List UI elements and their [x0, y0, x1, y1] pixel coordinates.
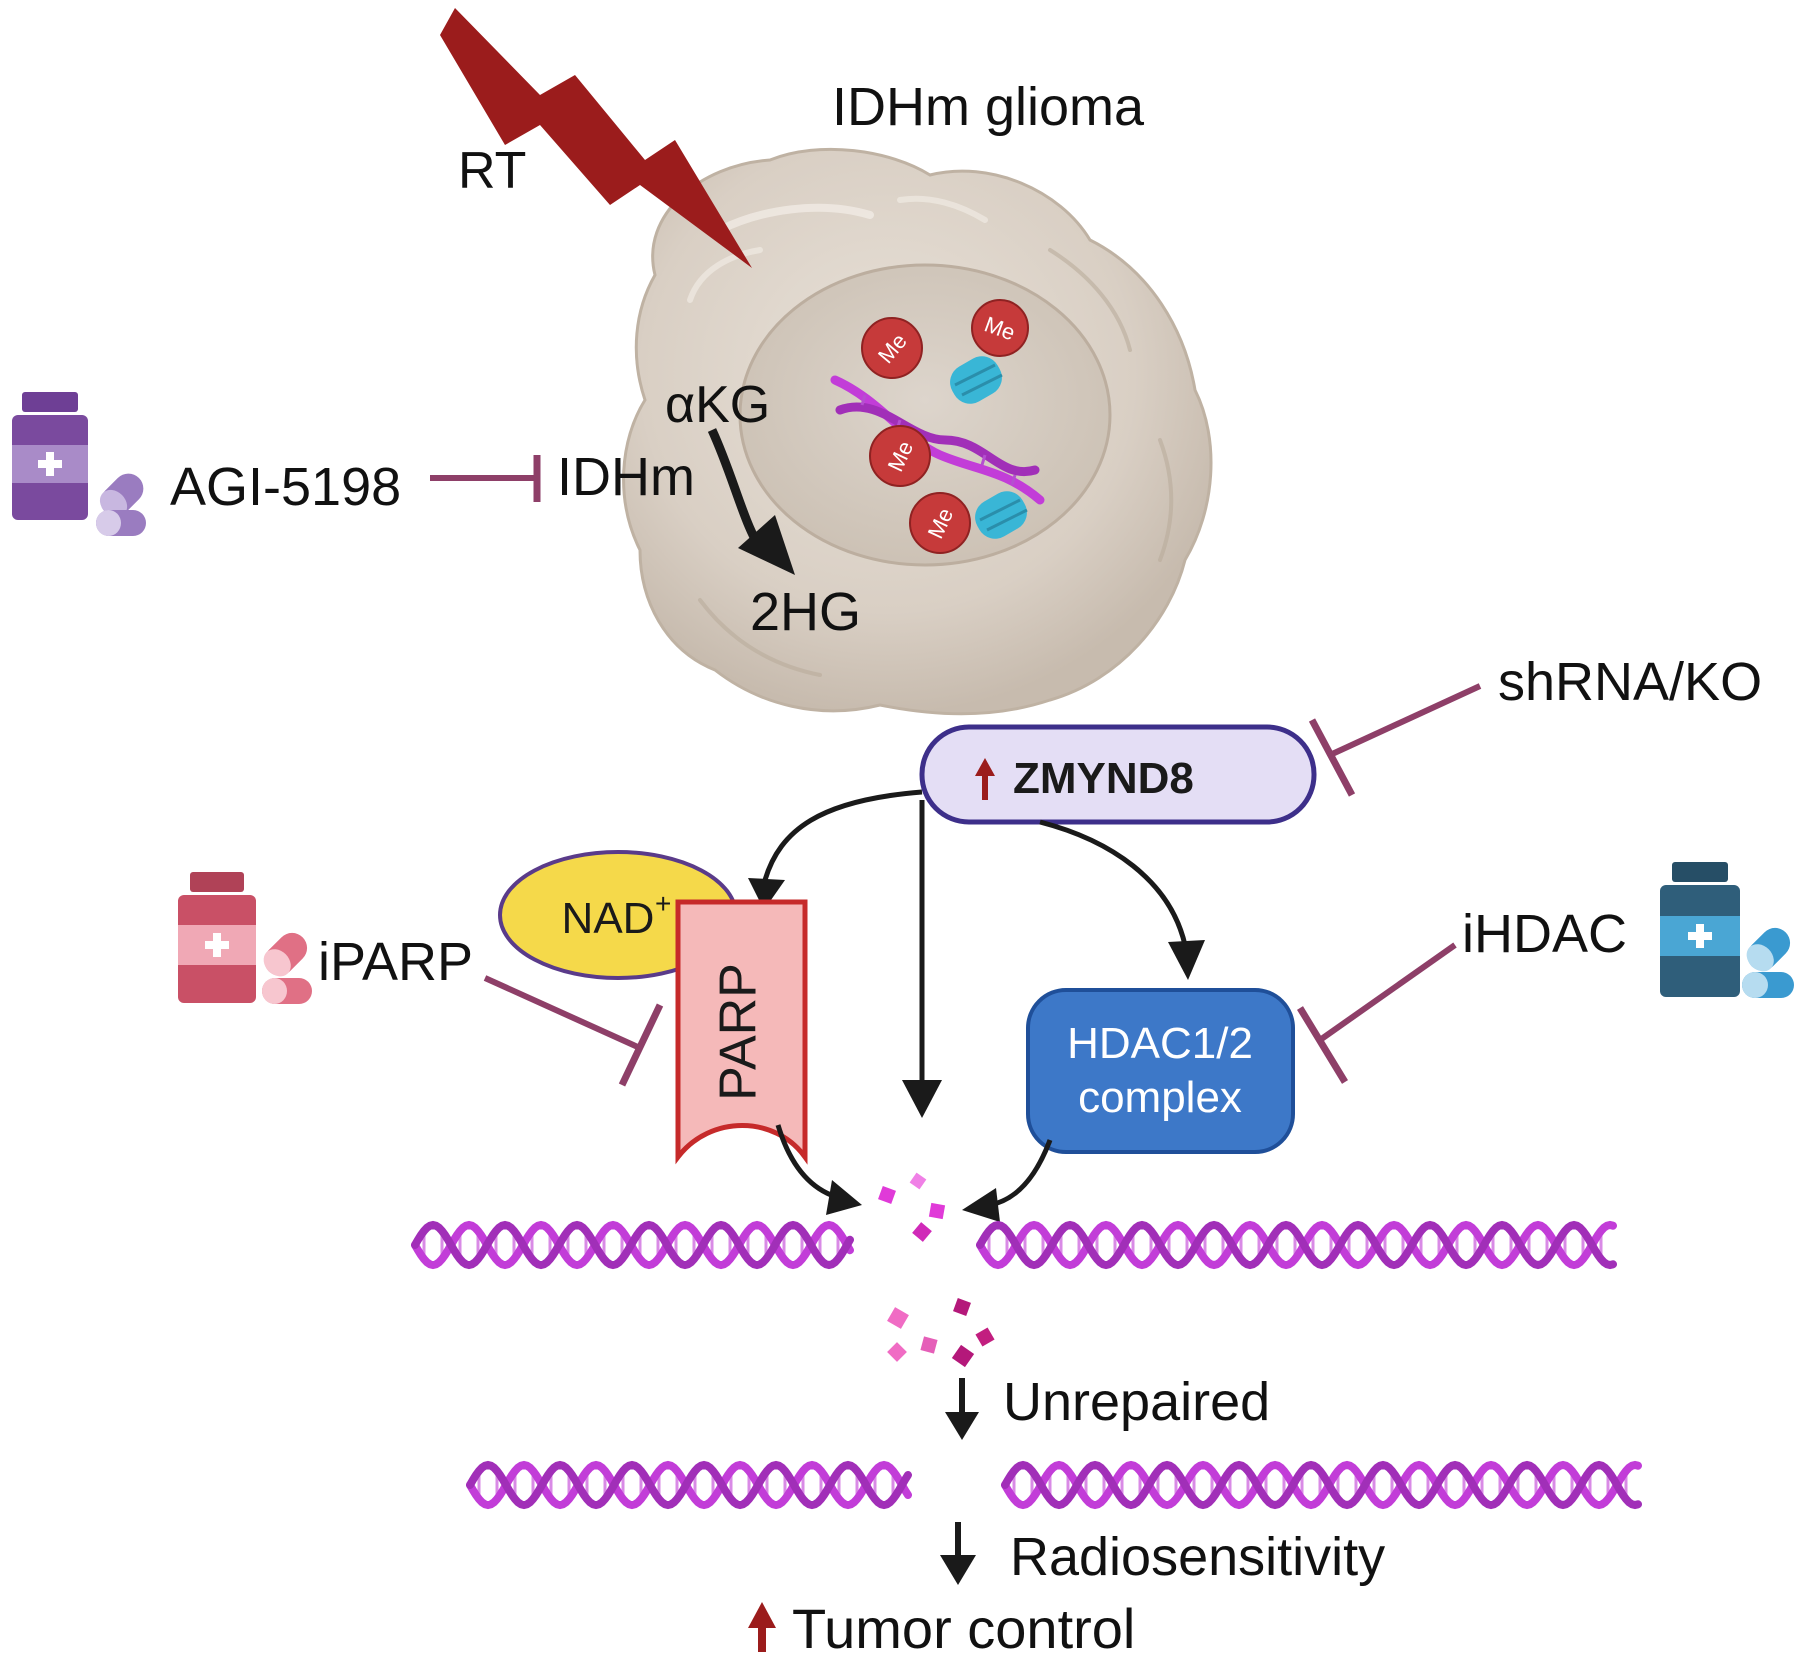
- dna-strand-left: [466, 1460, 912, 1510]
- methyl-ball: Me: [909, 492, 971, 554]
- nucleosome: [950, 356, 1003, 404]
- dna-break-fragments: [878, 1172, 995, 1368]
- zmynd8-node: ZMYND8: [919, 724, 1317, 825]
- dna-strand-right: [1001, 1460, 1642, 1510]
- iparp-label: iPARP: [318, 932, 473, 992]
- nad-label: NAD: [562, 894, 655, 943]
- nad-superscript: +: [655, 888, 671, 919]
- zmynd8-to-hdac-arrow: [1039, 819, 1188, 946]
- methyl-ball: Me: [971, 299, 1029, 357]
- parp-node: PARP: [675, 899, 808, 1165]
- idhm-label: IDHm: [557, 447, 695, 507]
- tumor-control-label: Tumor control: [792, 1597, 1135, 1654]
- iparp-inhibitor-line: [483, 975, 664, 1087]
- medicine-bottle-pills-icon: [178, 872, 312, 1004]
- hdac-line1: HDAC1/2: [1067, 1019, 1253, 1068]
- up-arrow-icon: [748, 1602, 776, 1652]
- dna-strand-right: [976, 1220, 1617, 1270]
- hdac-node: HDAC1/2 complex: [1026, 988, 1295, 1154]
- dna-strand-left: [411, 1220, 854, 1270]
- methyl-ball: Me: [869, 425, 931, 487]
- parp-label: PARP: [710, 963, 768, 1101]
- arrow-head: [738, 515, 795, 575]
- ihdac-label: iHDAC: [1462, 904, 1627, 964]
- agi-inhibitor-line: [430, 455, 541, 502]
- ihdac-inhibitor-line: [1297, 942, 1457, 1084]
- medicine-bottle-pills-icon: [12, 392, 146, 536]
- medicine-bottle-pills-icon: [1660, 862, 1794, 998]
- zmynd8-label: ZMYND8: [1013, 754, 1194, 803]
- 2hg-label: 2HG: [750, 582, 861, 642]
- shrna-inhibitor-line: [1308, 683, 1482, 797]
- hdac-line2: complex: [1078, 1073, 1242, 1122]
- zmynd8-to-parp-arrow: [762, 789, 923, 881]
- lightning-bolt-icon: [440, 8, 752, 268]
- radiosensitivity-label: Radiosensitivity: [1010, 1527, 1385, 1587]
- shrna-label: shRNA/KO: [1498, 652, 1762, 712]
- methyl-ball: Me: [861, 317, 923, 379]
- unrepaired-label: Unrepaired: [1003, 1372, 1270, 1432]
- up-arrow-icon: [975, 758, 995, 800]
- hdac-to-break-arrow: [989, 1139, 1053, 1208]
- nuclear-dna-helix: [830, 375, 1045, 505]
- title-label: IDHm glioma: [832, 77, 1145, 137]
- nucleosome: [975, 491, 1028, 539]
- rt-label: RT: [458, 142, 526, 200]
- agi-label: AGI-5198: [170, 457, 401, 517]
- akg-label: αKG: [665, 376, 770, 434]
